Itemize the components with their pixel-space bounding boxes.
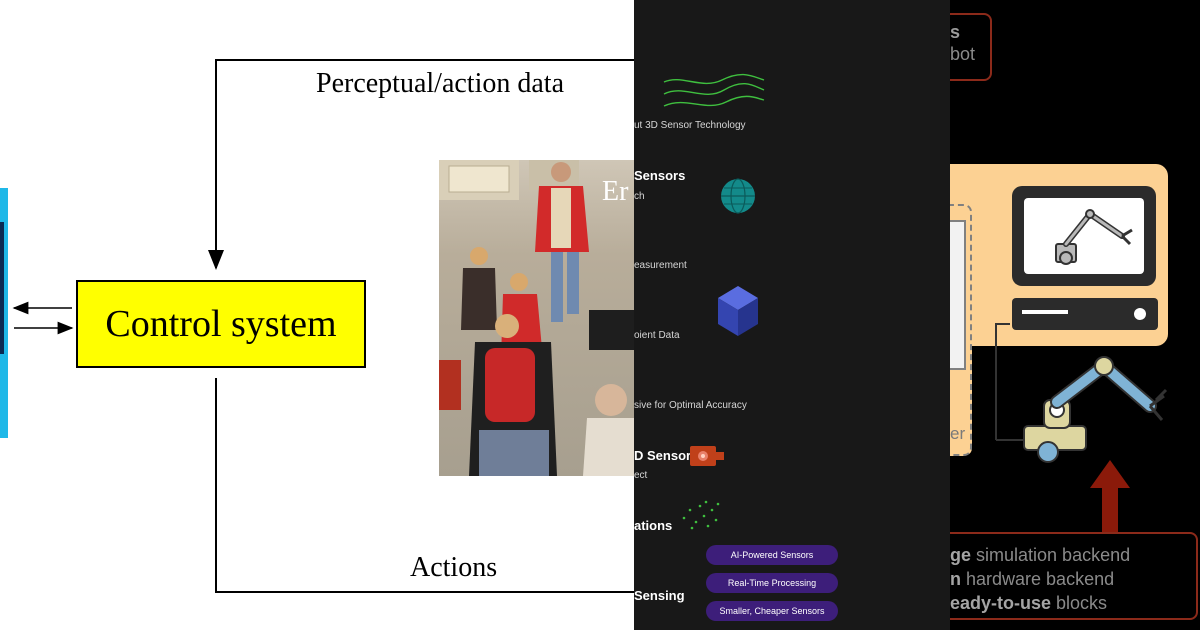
sensor-line-ch: ch <box>634 191 645 202</box>
pill-ai-powered-sensors[interactable]: AI-Powered Sensors <box>706 545 838 565</box>
dots-icon <box>682 500 720 530</box>
left-device-strip-inner <box>0 222 4 354</box>
sensor-line-accuracy: sive for Optimal Accuracy <box>634 400 747 411</box>
robot-arm-icon <box>995 323 1168 463</box>
sim-backend-inner <box>950 220 966 370</box>
left-device-strip <box>0 188 8 438</box>
sensor-line-technology: ut 3D Sensor Technology <box>634 120 746 131</box>
diagram-wires <box>12 59 634 593</box>
sensor-line-measurement: easurement <box>634 260 687 271</box>
cube-icon <box>718 286 758 336</box>
sensor-line-ect: ect <box>634 470 648 481</box>
sensor-heading-sensing: Sensing <box>634 588 685 603</box>
pill-real-time-processing[interactable]: Real-Time Processing <box>706 573 838 593</box>
sensor-heading-3d-sensor: D Sensor <box>634 448 692 463</box>
control-system-box: Control system <box>76 280 366 368</box>
actions-label: Actions <box>410 552 498 583</box>
backend-line-hardware: n hardware backend <box>950 569 1115 589</box>
backend-line-blocks: eady-to-use blocks <box>950 593 1108 613</box>
sensor-heading-sensors: Sensors <box>634 168 686 183</box>
backend-line-simulation: ge simulation backend <box>950 545 1131 565</box>
photo-overlay-text: Er <box>602 176 629 207</box>
globe-icon <box>721 178 755 214</box>
up-arrow-icon <box>1090 460 1130 532</box>
computer-case-icon <box>1012 298 1158 330</box>
sensor-list-panel: ut 3D Sensor Technology Sensors ch easur… <box>634 0 950 630</box>
wave-icon <box>663 73 765 107</box>
control-diagram-panel: Perceptual/action data Control system Ac… <box>0 59 634 593</box>
people-illustration <box>439 160 634 476</box>
feedback-arrow <box>208 59 634 270</box>
side-box-label: er <box>950 424 966 443</box>
monitor-icon <box>1012 186 1156 286</box>
robot-simulation-panel: s bot er <box>950 0 1200 630</box>
backend-summary-box <box>950 532 1198 620</box>
sensor-line-data: oient Data <box>634 330 680 341</box>
camera-icon <box>690 446 724 466</box>
action-line <box>215 378 634 593</box>
top-callout-bold: s <box>950 22 961 42</box>
pill-smaller-cheaper-sensors[interactable]: Smaller, Cheaper Sensors <box>706 601 838 621</box>
environment-photo <box>439 160 634 476</box>
top-callout-text: bot <box>950 44 976 64</box>
sensor-heading-applications: ations <box>634 518 673 533</box>
feedback-label: Perceptual/action data <box>316 68 564 99</box>
control-system-label: Control system <box>105 303 337 345</box>
top-callout-box <box>950 13 992 81</box>
